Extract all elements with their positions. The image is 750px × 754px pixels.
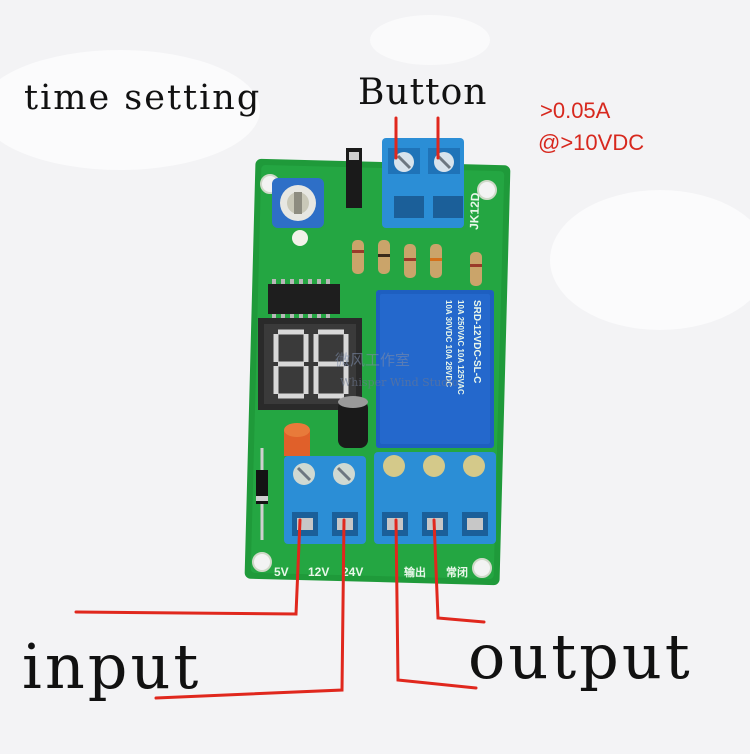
button-terminal-block xyxy=(382,138,464,228)
diode xyxy=(256,448,268,540)
output-label: output xyxy=(468,620,693,693)
watermark-cn: 微风工作室 xyxy=(335,351,410,369)
relay-rating-1: 10A 250VAC 10A 125VAC xyxy=(456,300,465,395)
annotation-lines xyxy=(74,116,486,700)
transistor xyxy=(284,423,310,456)
seven-segment-display xyxy=(258,318,362,410)
terminal-12v-label: 12V xyxy=(308,565,329,579)
input-label: input xyxy=(22,630,202,703)
relay-model-text: SRD-12VDC-SL-C xyxy=(471,300,482,383)
time-setting-label: time setting xyxy=(24,78,262,118)
watermark-text: Whisper Wind Studio xyxy=(340,376,459,389)
relay-rating-2: 10A 30VDC 10A 28VDC xyxy=(444,300,453,387)
input-terminal-block xyxy=(284,456,366,544)
terminal-5v-label: 5V xyxy=(274,565,289,579)
jumper-header xyxy=(346,148,362,208)
resistor-row xyxy=(352,240,482,286)
button-label: Button xyxy=(358,72,488,113)
out-label: 输出 xyxy=(404,565,426,579)
capacitor xyxy=(338,396,368,448)
current-spec-label: >0.05A xyxy=(540,98,611,123)
model-label: JK12D xyxy=(467,192,482,230)
ic-chip xyxy=(268,279,340,319)
nc-label: 常闭 xyxy=(446,565,468,579)
relay: SRD-12VDC-SL-C 10A 250VAC 10A 125VAC 10A… xyxy=(376,290,494,448)
terminal-24v-label: 24V xyxy=(342,565,363,579)
voltage-spec-label: @>10VDC xyxy=(538,130,645,155)
time-potentiometer xyxy=(272,178,324,246)
